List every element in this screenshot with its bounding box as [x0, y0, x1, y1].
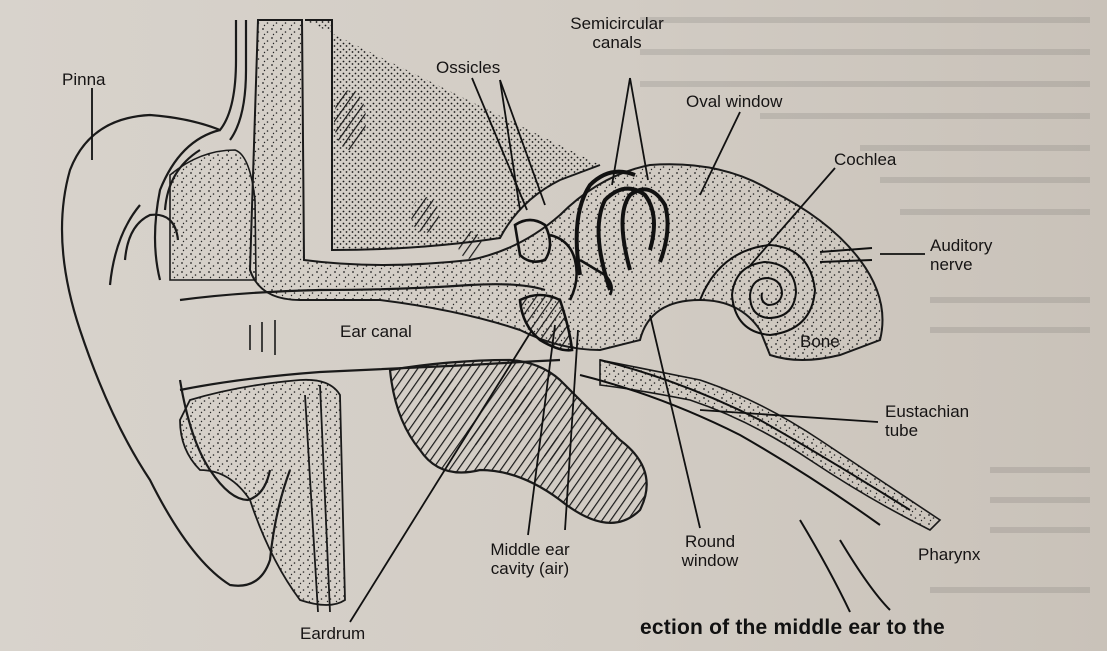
label-semicircular-line1: Semicircular: [562, 14, 672, 33]
label-auditory-line2: nerve: [930, 255, 992, 274]
figure-caption-fragment: ection of the middle ear to the: [640, 616, 945, 640]
label-pharynx: Pharynx: [918, 545, 980, 564]
label-eustachian-line1: Eustachian: [885, 402, 969, 421]
label-cochlea: Cochlea: [834, 150, 896, 169]
label-oval-window: Oval window: [686, 92, 782, 111]
label-eustachian-line2: tube: [885, 421, 969, 440]
label-ear-canal: Ear canal: [340, 322, 412, 341]
label-auditory-line1: Auditory: [930, 236, 992, 255]
label-pinna: Pinna: [62, 70, 105, 89]
label-round-line2: window: [670, 551, 750, 570]
label-eustachian-tube: Eustachian tube: [885, 402, 969, 440]
label-middle-ear-line1: Middle ear: [470, 540, 590, 559]
label-middle-ear-cavity: Middle ear cavity (air): [470, 540, 590, 578]
label-semicircular-line2: canals: [562, 33, 672, 52]
label-semicircular-canals: Semicircular canals: [562, 14, 672, 52]
label-round-window: Round window: [670, 532, 750, 570]
label-middle-ear-line2: cavity (air): [470, 559, 590, 578]
label-ossicles: Ossicles: [436, 58, 500, 77]
label-auditory-nerve: Auditory nerve: [930, 236, 992, 274]
label-round-line1: Round: [670, 532, 750, 551]
label-bone: Bone: [800, 332, 840, 351]
label-eardrum: Eardrum: [300, 624, 365, 643]
